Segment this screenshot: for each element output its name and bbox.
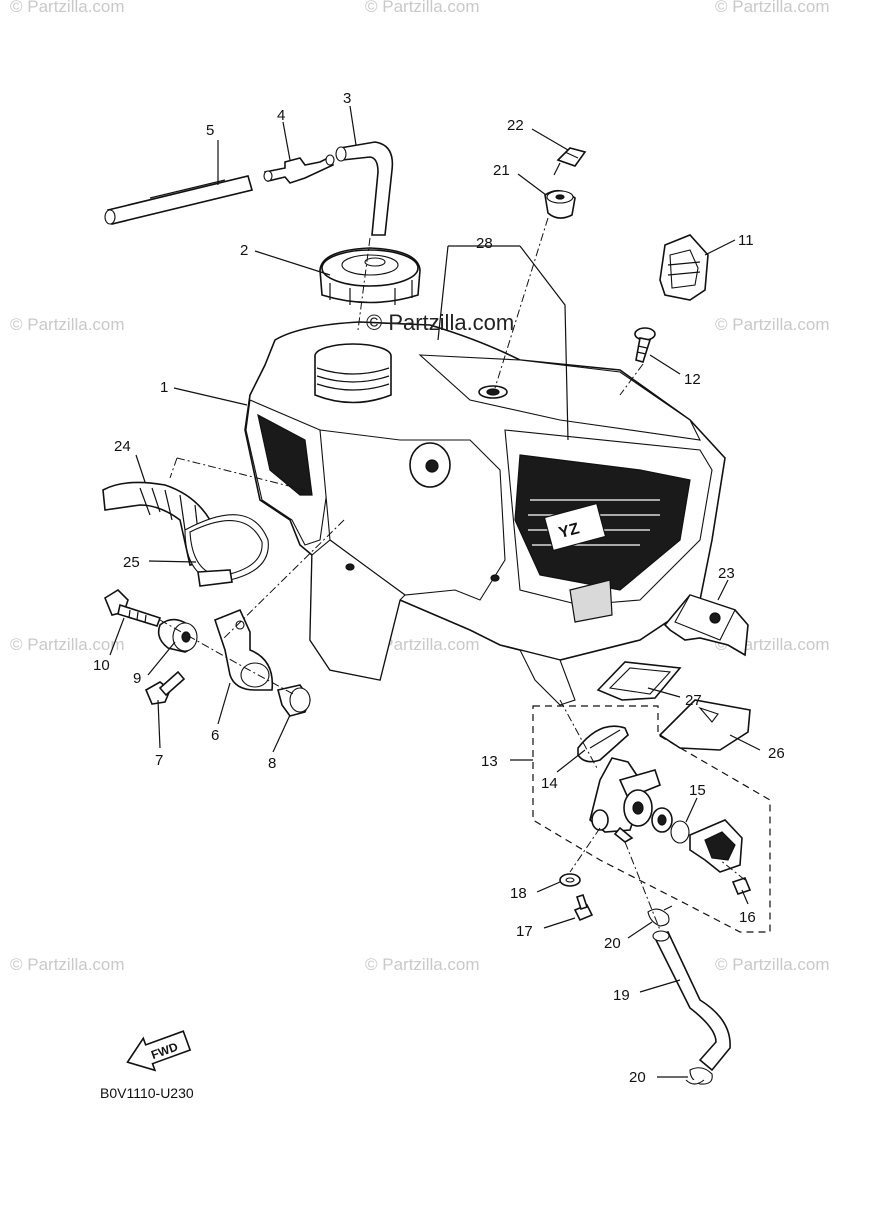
watermark: © Partzilla.com xyxy=(715,955,830,974)
check-valve xyxy=(263,154,335,184)
watermark: © Partzilla.com xyxy=(365,635,480,654)
callout-labels: 5 4 3 2 22 21 11 12 1 28 24 25 10 9 7 6 … xyxy=(93,90,785,1086)
tank-logo-text: YZ xyxy=(557,520,581,542)
callout-25: 25 xyxy=(123,554,140,571)
callout-8: 8 xyxy=(268,755,276,772)
watermark: © Partzilla.com xyxy=(10,0,125,16)
callout-15: 15 xyxy=(689,782,706,799)
diagram-code: B0V1110-U230 xyxy=(100,1085,194,1101)
bolt-12 xyxy=(634,327,656,363)
callout-27: 27 xyxy=(685,692,702,709)
damper-9 xyxy=(157,618,198,653)
callout-9: 9 xyxy=(133,670,141,687)
watermark: © Partzilla.com xyxy=(715,315,830,334)
damper-21 xyxy=(544,189,576,219)
callout-26: 26 xyxy=(768,745,785,762)
callout-20-lower: 20 xyxy=(629,1069,646,1086)
callout-11: 11 xyxy=(738,232,754,249)
bolt-7 xyxy=(144,670,186,705)
callout-5: 5 xyxy=(206,122,214,139)
pad-27 xyxy=(596,661,682,701)
callout-22: 22 xyxy=(507,117,524,134)
bolt-17 xyxy=(573,893,594,922)
callout-28: 28 xyxy=(476,235,493,252)
watermark: © Partzilla.com xyxy=(365,955,480,974)
callout-16: 16 xyxy=(739,909,756,926)
collar-8 xyxy=(277,684,311,717)
washer-18 xyxy=(559,873,581,887)
bracket-6 xyxy=(214,608,274,691)
fuel-tank: YZ xyxy=(244,321,726,706)
callout-4: 4 xyxy=(277,107,285,124)
fuel-hose-19 xyxy=(652,930,731,1072)
watermark: © Partzilla.com xyxy=(715,0,830,16)
callout-17: 17 xyxy=(516,923,533,940)
fuel-cap xyxy=(319,247,421,305)
fuel-cock-assembly xyxy=(532,705,771,933)
watermark: © Partzilla.com xyxy=(365,0,480,16)
callout-21: 21 xyxy=(493,162,510,179)
callout-20-upper: 20 xyxy=(604,935,621,952)
callout-19: 19 xyxy=(613,987,630,1004)
vent-hose xyxy=(104,175,253,225)
leader-lines xyxy=(109,105,761,1078)
callout-23: 23 xyxy=(718,565,735,582)
pad-26 xyxy=(658,699,751,751)
watermark: © Partzilla.com xyxy=(10,955,125,974)
callout-6: 6 xyxy=(211,727,219,744)
callout-2: 2 xyxy=(240,242,248,259)
breather-hose xyxy=(335,141,394,236)
hose-holder-11 xyxy=(659,234,709,301)
callout-24: 24 xyxy=(114,438,131,455)
cover-23 xyxy=(663,594,749,657)
callout-7: 7 xyxy=(155,752,163,769)
clip-20-lower xyxy=(685,1067,713,1085)
callout-12: 12 xyxy=(684,371,701,388)
callout-13: 13 xyxy=(481,753,498,770)
bolt-10 xyxy=(104,588,162,627)
center-watermark: © Partzilla.com xyxy=(366,310,514,335)
callout-10: 10 xyxy=(93,657,110,674)
screw-22 xyxy=(553,147,587,176)
band-25 xyxy=(184,514,269,587)
callout-3: 3 xyxy=(343,90,351,107)
callout-1: 1 xyxy=(160,379,168,396)
clip-20-upper xyxy=(647,905,673,927)
callout-14: 14 xyxy=(541,775,558,792)
watermark: © Partzilla.com xyxy=(10,315,125,334)
callout-18: 18 xyxy=(510,885,527,902)
watermark: © Partzilla.com xyxy=(10,635,125,654)
forward-arrow: FWD xyxy=(126,1030,192,1072)
